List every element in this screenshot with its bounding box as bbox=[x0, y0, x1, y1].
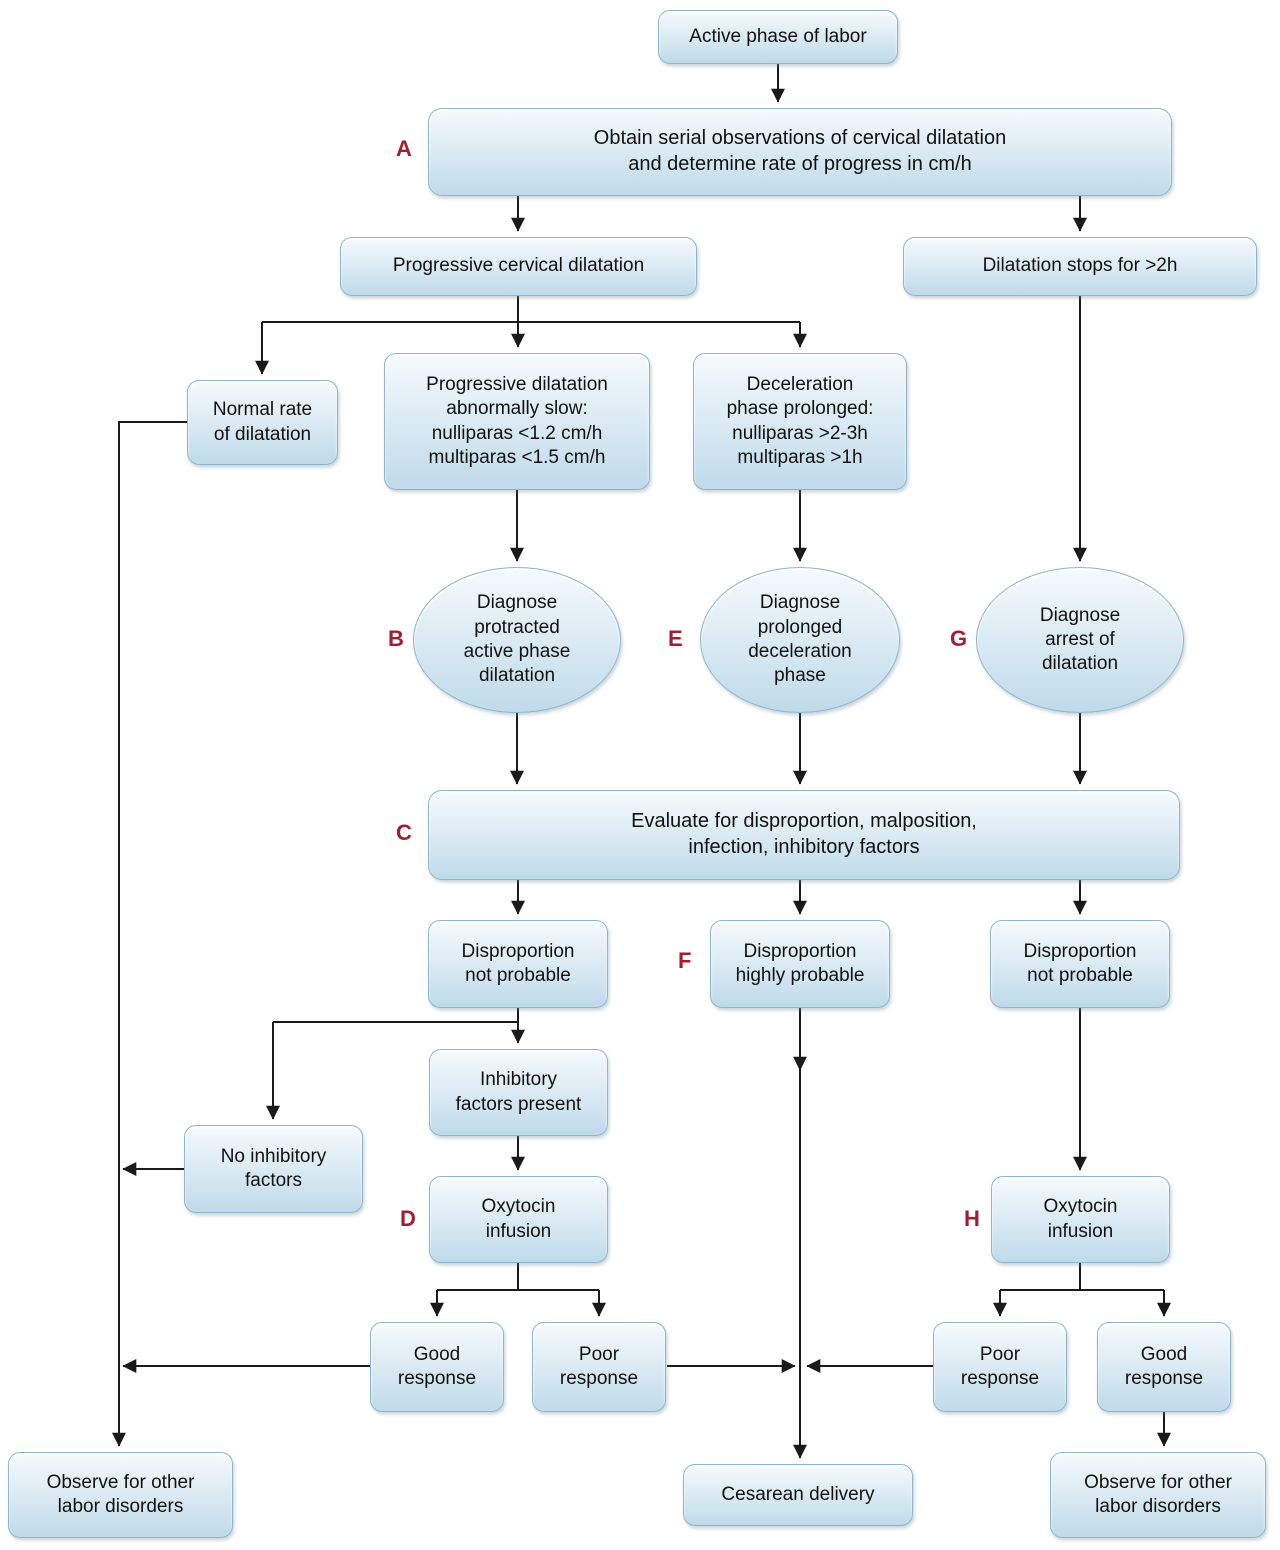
node-normal-rate: Normal rate of dilatation bbox=[187, 380, 338, 465]
node-diagnose-arrest: Diagnose arrest of dilatation bbox=[976, 567, 1184, 713]
label-e: E bbox=[668, 626, 683, 651]
node-slow-dilatation-text: Progressive dilatation abnormally slow: … bbox=[426, 373, 608, 468]
node-inhibitory-present: Inhibitory factors present bbox=[429, 1049, 608, 1136]
node-observe-right: Observe for other labor disorders bbox=[1050, 1452, 1266, 1538]
node-diagnose-protracted-text: Diagnose protracted active phase dilatat… bbox=[463, 592, 571, 687]
node-dilatation-stops: Dilatation stops for >2h bbox=[903, 237, 1257, 296]
node-evaluate-text: Evaluate for disproportion, malposition,… bbox=[631, 810, 977, 858]
node-good-response-left-text: Good response bbox=[397, 1343, 477, 1389]
node-decel-prolonged: Deceleration phase prolonged: nulliparas… bbox=[693, 353, 907, 490]
node-active-phase-text: Active phase of labor bbox=[689, 25, 867, 47]
node-disproportion-not-probable-left: Disproportion not probable bbox=[428, 920, 608, 1008]
label-g: G bbox=[950, 626, 968, 651]
node-decel-prolonged-text: Deceleration phase prolonged: nulliparas… bbox=[726, 373, 874, 468]
node-obtain-serial: Obtain serial observations of cervical d… bbox=[428, 108, 1172, 196]
label-a: A bbox=[396, 136, 412, 161]
node-inhibitory-present-text: Inhibitory factors present bbox=[455, 1069, 582, 1115]
label-h: H bbox=[964, 1206, 980, 1231]
node-oxytocin-h: Oxytocin infusion bbox=[991, 1176, 1170, 1263]
node-diagnose-protracted: Diagnose protracted active phase dilatat… bbox=[413, 567, 621, 713]
node-normal-rate-text: Normal rate of dilatation bbox=[212, 399, 313, 445]
trunk-normal-to-observe-left bbox=[112, 421, 187, 1447]
node-evaluate: Evaluate for disproportion, malposition,… bbox=[428, 790, 1180, 880]
node-active-phase: Active phase of labor bbox=[658, 10, 898, 64]
node-disproportion-highly-probable: Disproportion highly probable bbox=[710, 920, 890, 1008]
node-observe-left-text: Observe for other labor disorders bbox=[46, 1471, 195, 1517]
node-oxytocin-h-text: Oxytocin infusion bbox=[1043, 1196, 1118, 1242]
node-obtain-serial-text: Obtain serial observations of cervical d… bbox=[593, 127, 1007, 175]
node-disproportion-not-probable-left-text: Disproportion not probable bbox=[461, 940, 575, 986]
node-good-response-left: Good response bbox=[370, 1322, 504, 1412]
node-poor-response-right-text: Poor response bbox=[960, 1343, 1040, 1389]
label-d: D bbox=[400, 1206, 416, 1231]
node-disproportion-highly-probable-text: Disproportion highly probable bbox=[735, 940, 865, 986]
node-poor-response-right: Poor response bbox=[933, 1322, 1067, 1412]
label-f: F bbox=[678, 948, 692, 973]
node-disproportion-not-probable-right: Disproportion not probable bbox=[990, 920, 1170, 1008]
node-diagnose-prolonged-text: Diagnose prolonged deceleration phase bbox=[748, 592, 852, 687]
node-slow-dilatation: Progressive dilatation abnormally slow: … bbox=[384, 353, 650, 490]
node-progressive-cervical-text: Progressive cervical dilatation bbox=[392, 255, 645, 277]
node-oxytocin-d: Oxytocin infusion bbox=[429, 1176, 608, 1263]
node-diagnose-arrest-text: Diagnose arrest of dilatation bbox=[1039, 604, 1121, 675]
node-dilatation-stops-text: Dilatation stops for >2h bbox=[982, 255, 1178, 277]
node-poor-response-left-text: Poor response bbox=[559, 1343, 639, 1389]
node-good-response-right-text: Good response bbox=[1124, 1343, 1204, 1389]
node-progressive-cervical: Progressive cervical dilatation bbox=[340, 237, 697, 296]
node-cesarean: Cesarean delivery bbox=[683, 1464, 913, 1526]
node-cesarean-text: Cesarean delivery bbox=[721, 1483, 875, 1505]
node-observe-left: Observe for other labor disorders bbox=[8, 1452, 233, 1538]
node-disproportion-not-probable-right-text: Disproportion not probable bbox=[1023, 940, 1137, 986]
node-diagnose-prolonged: Diagnose prolonged deceleration phase bbox=[700, 567, 900, 713]
label-b: B bbox=[388, 626, 404, 651]
node-poor-response-left: Poor response bbox=[532, 1322, 666, 1412]
node-observe-right-text: Observe for other labor disorders bbox=[1084, 1471, 1232, 1517]
node-no-inhibitory: No inhibitory factors bbox=[184, 1125, 363, 1213]
node-good-response-right: Good response bbox=[1097, 1322, 1231, 1412]
node-no-inhibitory-text: No inhibitory factors bbox=[220, 1145, 327, 1191]
label-c: C bbox=[396, 820, 412, 845]
node-oxytocin-d-text: Oxytocin infusion bbox=[481, 1196, 556, 1242]
